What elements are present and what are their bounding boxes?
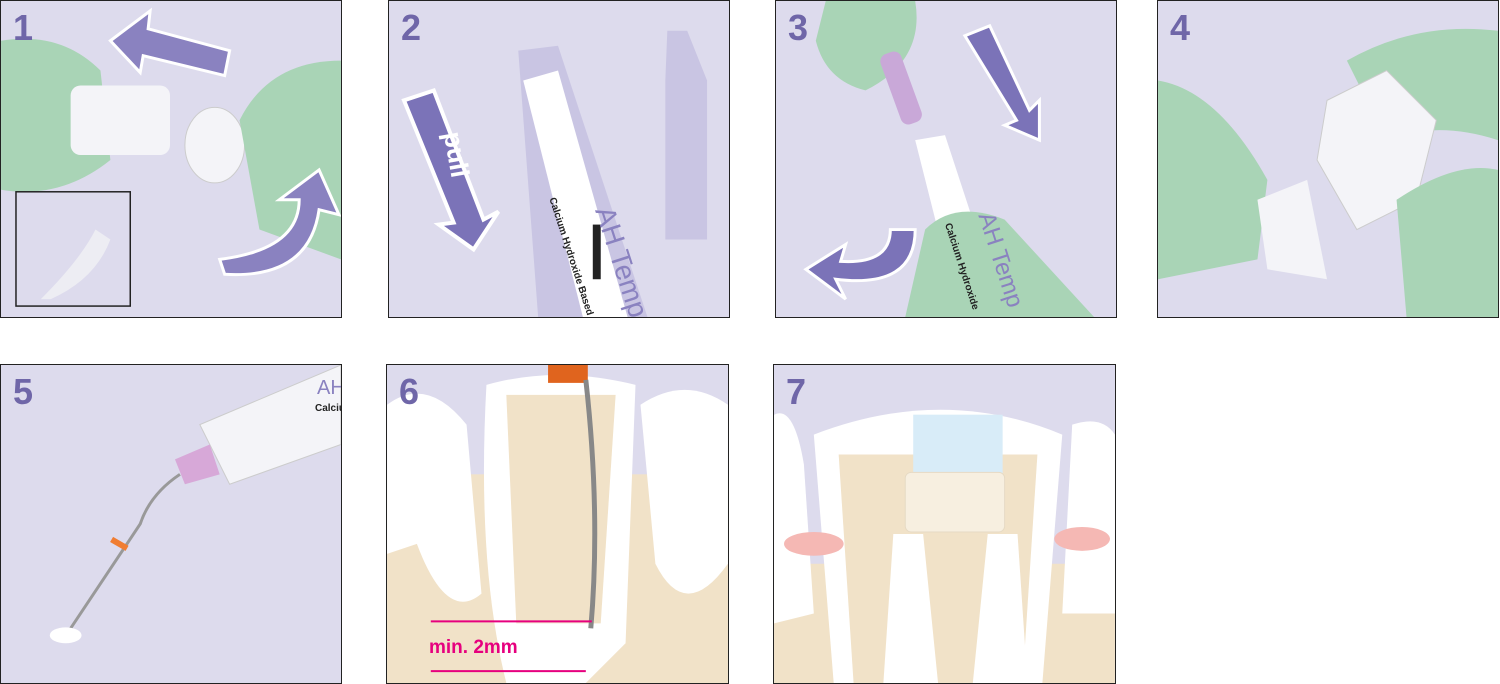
curved-arrow-icon (217, 167, 341, 277)
step-number: 1 (13, 7, 34, 48)
arrow-down-icon (962, 23, 1041, 143)
step-3-illustration (803, 1, 1095, 317)
product-line-label: Calcium (315, 403, 341, 414)
brand-label: AH (317, 377, 341, 399)
step-number: 2 (401, 7, 422, 48)
step-number: 6 (399, 371, 420, 412)
step-1-panel: 1 (0, 0, 342, 318)
arrow-down-icon (401, 87, 501, 253)
inset-detail (15, 191, 132, 307)
step-number: 7 (786, 371, 807, 412)
step-2-panel: 2 pull AH Temp Calcium Hydroxide Based (388, 0, 730, 318)
step-number: 5 (13, 371, 34, 412)
measurement-label: min. 2mm (429, 637, 518, 658)
step-number: 4 (1170, 7, 1191, 48)
step-6-panel: 6 min. 2mm (386, 364, 729, 684)
step-5-illustration (49, 365, 341, 644)
step-4-illustration (1158, 28, 1498, 317)
curved-arrow-icon (803, 228, 917, 301)
step-6-illustration (387, 365, 728, 683)
step-5-panel: 5 AH Calcium (0, 364, 342, 684)
step-4-panel: 4 (1157, 0, 1499, 318)
step-7-panel: 7 (773, 364, 1116, 684)
step-3-panel: 3 AH Temp Calcium Hydroxide (775, 0, 1117, 318)
step-7-illustration (774, 409, 1115, 683)
step-number: 3 (788, 7, 809, 48)
step-1-illustration (1, 7, 341, 307)
arrow-left-icon (108, 7, 232, 78)
step-2-illustration (401, 30, 708, 317)
